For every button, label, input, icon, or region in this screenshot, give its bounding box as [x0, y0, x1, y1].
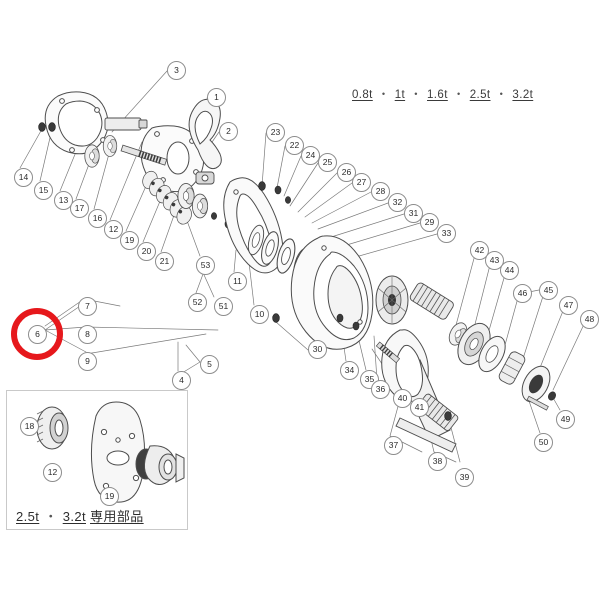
callout-53[interactable]: 53	[196, 256, 215, 275]
callout-29[interactable]: 29	[420, 213, 439, 232]
callout-20[interactable]: 20	[137, 242, 156, 261]
callout-30[interactable]: 30	[308, 340, 327, 359]
inset-sep: ・	[44, 509, 58, 524]
callout-41[interactable]: 41	[410, 398, 429, 417]
callout-34[interactable]: 34	[340, 361, 359, 380]
inset-caption: 2.5t ・ 3.2t 専用部品	[16, 506, 144, 525]
callout-5[interactable]: 5	[200, 355, 219, 374]
callout-19[interactable]: 19	[120, 231, 139, 250]
callout-47[interactable]: 47	[559, 296, 578, 315]
callout-45[interactable]: 45	[539, 281, 558, 300]
callout-8[interactable]: 8	[78, 325, 97, 344]
callout-21[interactable]: 21	[155, 252, 174, 271]
callout-22[interactable]: 22	[285, 136, 304, 155]
callout-51[interactable]: 51	[214, 297, 233, 316]
callout-15[interactable]: 15	[34, 181, 53, 200]
callout-4[interactable]: 4	[172, 371, 191, 390]
callout-28[interactable]: 28	[371, 182, 390, 201]
inset-panel-border	[6, 390, 188, 530]
callout-19[interactable]: 19	[100, 487, 119, 506]
sep-0: ・	[377, 89, 390, 101]
callout-40[interactable]: 40	[393, 389, 412, 408]
callout-14[interactable]: 14	[14, 168, 33, 187]
callout-17[interactable]: 17	[70, 199, 89, 218]
callout-27[interactable]: 27	[352, 173, 371, 192]
model-capacity-header: 0.8t ・ 1t ・ 1.6t ・ 2.5t ・ 3.2t	[352, 86, 533, 102]
callout-12[interactable]: 12	[43, 463, 62, 482]
sep-2: ・	[452, 89, 465, 101]
callout-43[interactable]: 43	[485, 251, 504, 270]
callout-52[interactable]: 52	[188, 293, 207, 312]
callout-39[interactable]: 39	[455, 468, 474, 487]
callout-48[interactable]: 48	[580, 310, 599, 329]
model-1: 1t	[394, 89, 406, 101]
callout-49[interactable]: 49	[556, 410, 575, 429]
callout-38[interactable]: 38	[428, 452, 447, 471]
callout-23[interactable]: 23	[266, 123, 285, 142]
model-0: 0.8t	[352, 89, 373, 101]
callout-10[interactable]: 10	[250, 305, 269, 324]
sep-3: ・	[495, 89, 508, 101]
model-3: 2.5t	[469, 89, 491, 101]
model-4: 3.2t	[512, 89, 534, 101]
callout-7[interactable]: 7	[78, 297, 97, 316]
model-2: 1.6t	[427, 89, 448, 101]
callout-33[interactable]: 33	[437, 224, 456, 243]
callout-18[interactable]: 18	[20, 417, 39, 436]
inset-model-1: 3.2t	[62, 509, 86, 524]
callout-36[interactable]: 36	[371, 380, 390, 399]
callout-12[interactable]: 12	[104, 220, 123, 239]
inset-assembly-parts	[36, 401, 185, 503]
inset-suffix: 専用部品	[90, 510, 144, 525]
callout-32[interactable]: 32	[388, 193, 407, 212]
callout-42[interactable]: 42	[470, 241, 489, 260]
callout-9[interactable]: 9	[78, 352, 97, 371]
callout-31[interactable]: 31	[404, 204, 423, 223]
main-assembly-parts	[38, 91, 558, 453]
callout-37[interactable]: 37	[384, 436, 403, 455]
callout-2[interactable]: 2	[219, 122, 238, 141]
callout-50[interactable]: 50	[534, 433, 553, 452]
callout-25[interactable]: 25	[318, 153, 337, 172]
sep-1: ・	[410, 89, 423, 101]
callout-16[interactable]: 16	[88, 209, 107, 228]
highlighted-part-ring	[11, 308, 63, 360]
inset-model-0: 2.5t	[16, 509, 40, 524]
callout-3[interactable]: 3	[167, 61, 186, 80]
callout-46[interactable]: 46	[513, 284, 532, 303]
callout-1[interactable]: 1	[207, 88, 226, 107]
callout-11[interactable]: 11	[228, 272, 247, 291]
callout-26[interactable]: 26	[337, 163, 356, 182]
callout-44[interactable]: 44	[500, 261, 519, 280]
